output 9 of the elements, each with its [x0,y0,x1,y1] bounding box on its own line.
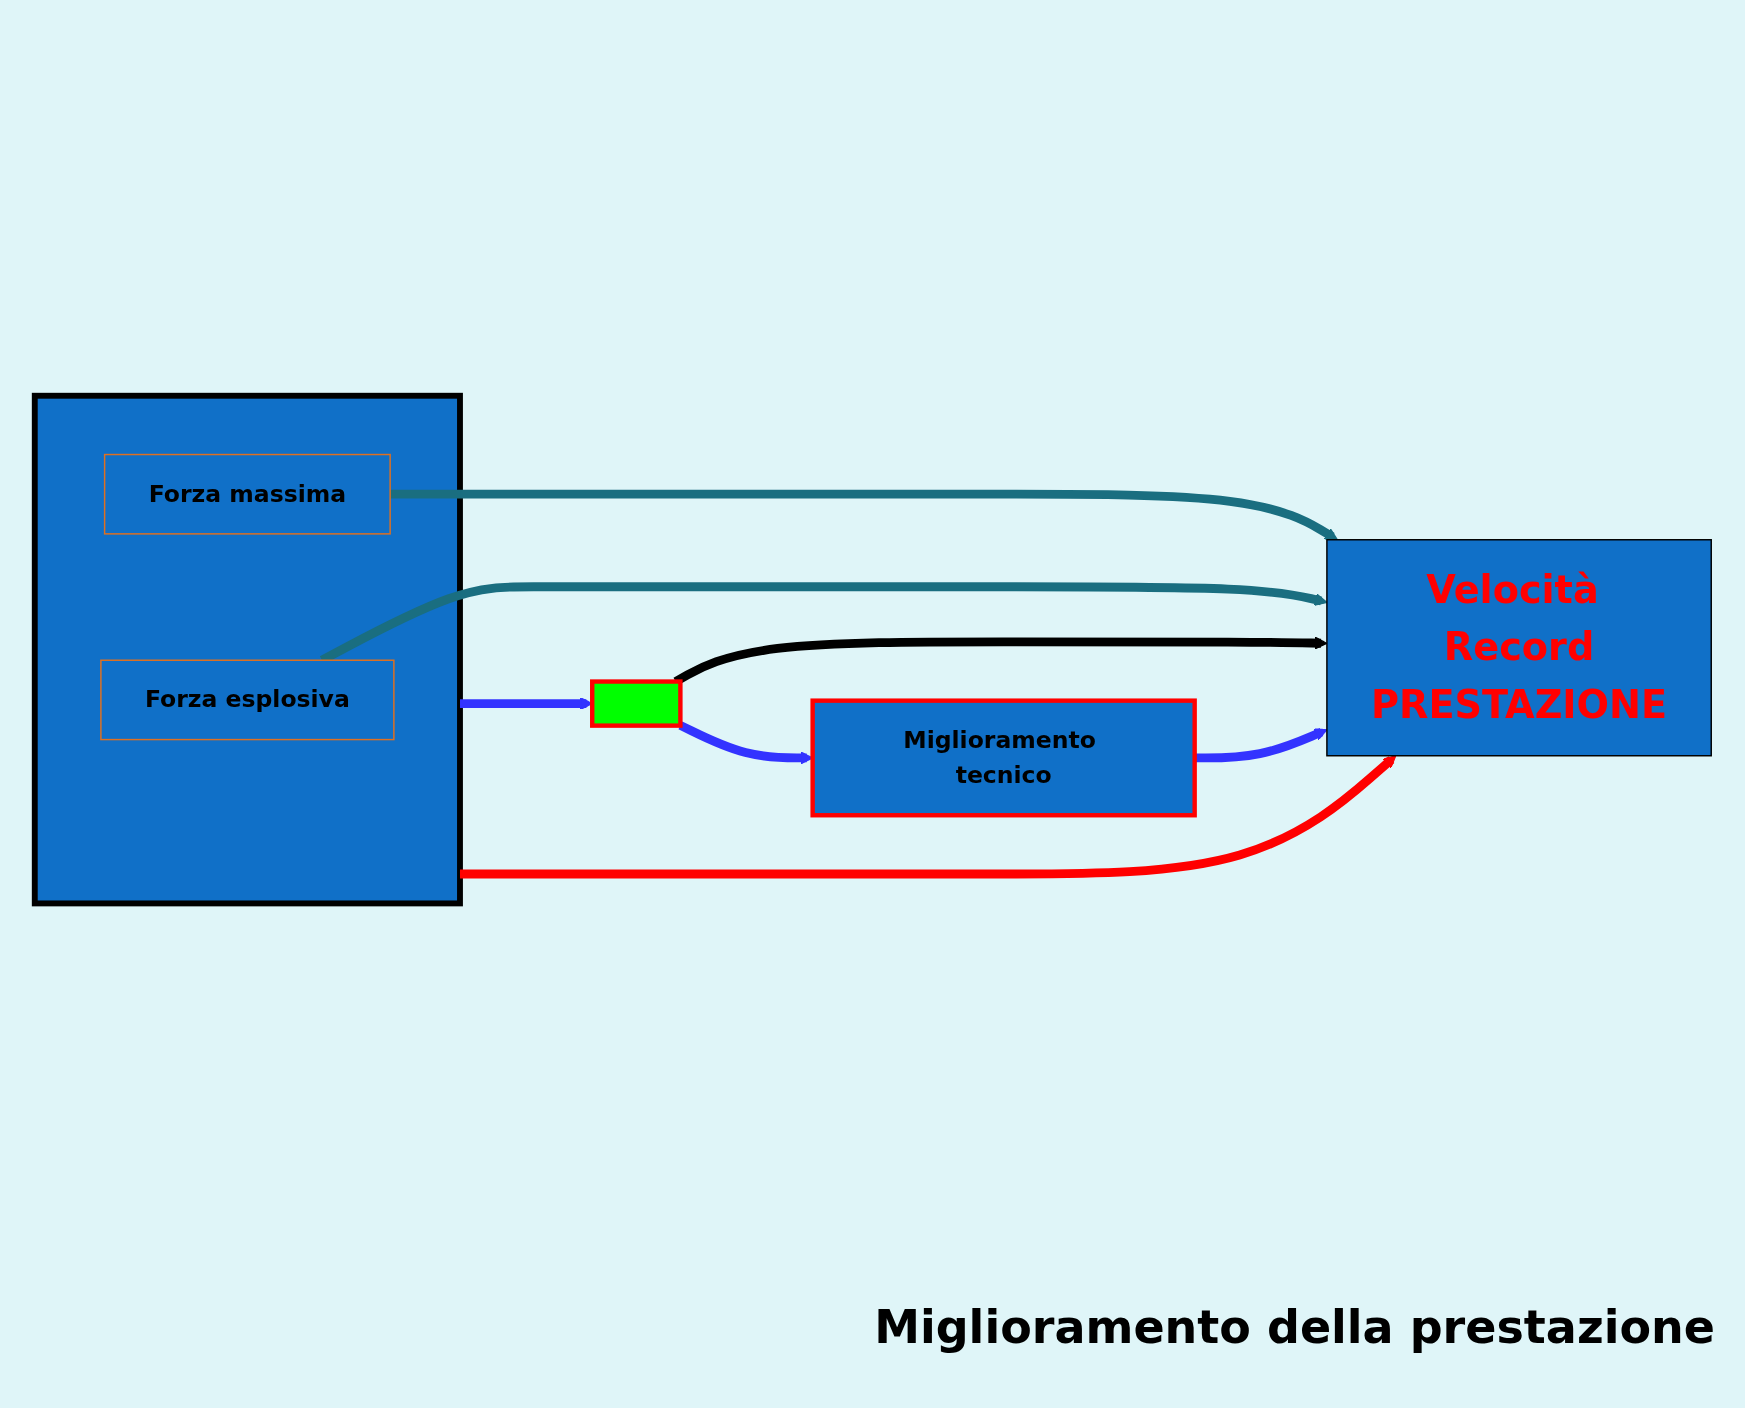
node-box: Forza massima [103,454,391,535]
axis-label: Miglioramento della prestazione [873,1300,1716,1354]
node-box: Velocità Record PRESTAZIONE [1325,539,1712,757]
arrow [389,490,1338,541]
arrow [459,755,1396,879]
node-box: Forza esplosiva [99,659,395,741]
node-box [589,679,683,729]
node-box: Miglioramento tecnico [809,698,1197,818]
cluster [31,393,463,907]
